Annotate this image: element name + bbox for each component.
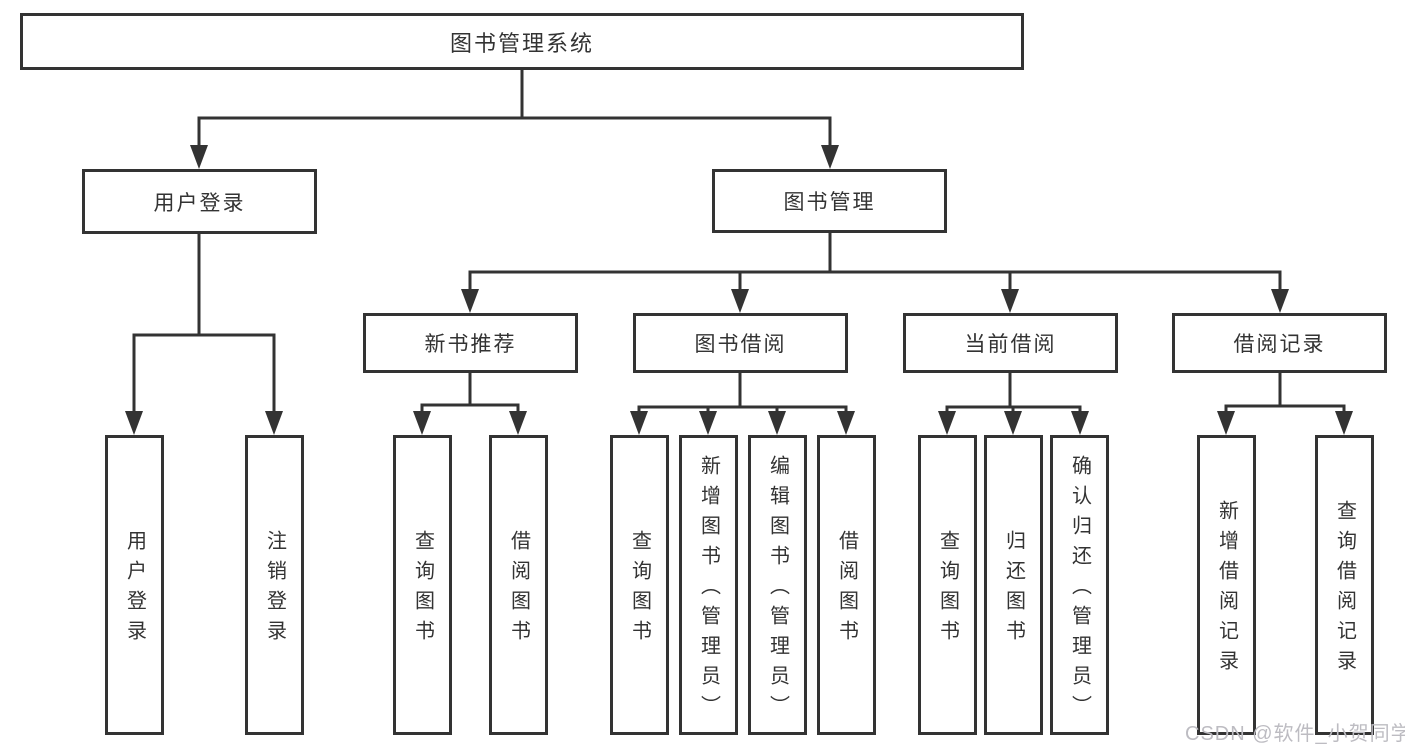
node-root-label: 图书管理系统: [449, 30, 594, 56]
node-book-management: 图书管理: [712, 169, 947, 233]
node-borrow-records: 借阅记录: [1172, 313, 1387, 373]
leaf-query-borrow-record-label: 查询借阅记录: [1333, 500, 1356, 680]
leaf-return-book-label: 归还图书: [1002, 530, 1025, 650]
leaf-edit-book-admin: 编辑图书（管理员）: [748, 435, 807, 735]
leaf-edit-book-admin-label: 编辑图书（管理员）: [766, 455, 789, 725]
leaf-add-borrow-record-label: 新增借阅记录: [1215, 500, 1238, 680]
node-borrow-records-label: 借阅记录: [1233, 333, 1326, 356]
leaf-user-login-label: 用户登录: [123, 530, 146, 650]
leaf-return-book: 归还图书: [984, 435, 1043, 735]
node-new-book-recommend-label: 新书推荐: [424, 333, 517, 356]
leaf-query-book-borrow-label: 查询图书: [628, 530, 651, 650]
leaf-logout-login: 注销登录: [245, 435, 304, 735]
leaf-add-book-admin: 新增图书（管理员）: [679, 435, 738, 735]
leaf-borrow-book: 借阅图书: [817, 435, 876, 735]
leaf-query-borrow-record: 查询借阅记录: [1315, 435, 1374, 735]
node-user-login-label: 用户登录: [153, 191, 246, 215]
watermark: CSDN @软件_小贺同学: [1185, 723, 1405, 745]
leaf-query-book-borrow: 查询图书: [610, 435, 669, 735]
node-book-borrow: 图书借阅: [633, 313, 848, 373]
leaf-borrow-book-recommend: 借阅图书: [489, 435, 548, 735]
leaf-query-book-recommend: 查询图书: [393, 435, 452, 735]
leaf-borrow-book-recommend-label: 借阅图书: [507, 530, 530, 650]
leaf-confirm-return-admin: 确认归还（管理员）: [1050, 435, 1109, 735]
node-book-borrow-label: 图书借阅: [694, 333, 787, 356]
leaf-add-borrow-record: 新增借阅记录: [1197, 435, 1256, 735]
leaf-query-book-current: 查询图书: [918, 435, 977, 735]
node-current-borrow-label: 当前借阅: [964, 333, 1057, 356]
node-user-login: 用户登录: [82, 169, 317, 234]
leaf-query-book-current-label: 查询图书: [936, 530, 959, 650]
node-root: 图书管理系统: [20, 13, 1024, 70]
leaf-logout-login-label: 注销登录: [263, 530, 286, 650]
leaf-user-login: 用户登录: [105, 435, 164, 735]
node-current-borrow: 当前借阅: [903, 313, 1118, 373]
node-book-management-label: 图书管理: [783, 191, 876, 214]
leaf-add-book-admin-label: 新增图书（管理员）: [697, 455, 720, 725]
node-new-book-recommend: 新书推荐: [363, 313, 578, 373]
leaf-query-book-recommend-label: 查询图书: [411, 530, 434, 650]
leaf-confirm-return-admin-label: 确认归还（管理员）: [1068, 455, 1091, 725]
leaf-borrow-book-label: 借阅图书: [835, 530, 858, 650]
